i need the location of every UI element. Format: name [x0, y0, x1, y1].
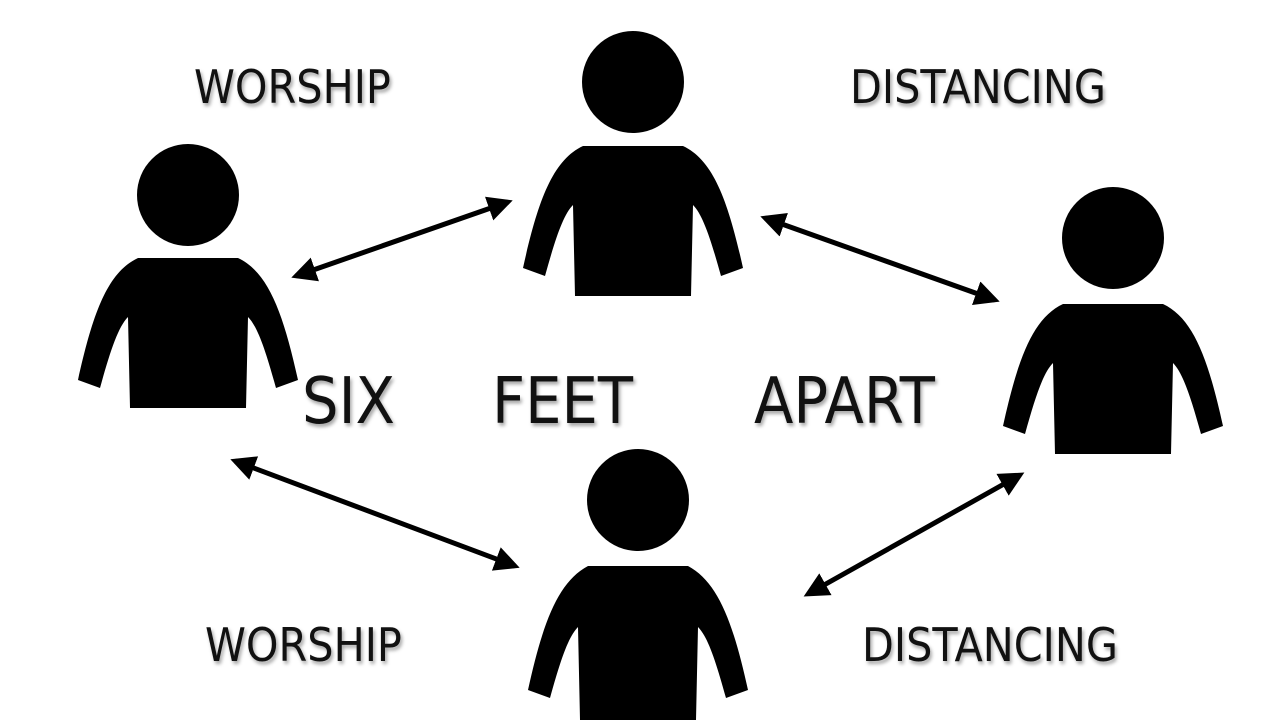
double-arrow-icon-left-top — [291, 196, 513, 282]
person-icon-left — [78, 144, 298, 408]
label-worship-top: WORSHIP — [194, 60, 391, 114]
double-arrow-icon-bottom-right — [803, 472, 1025, 597]
double-arrow-icon-left-bottom — [230, 456, 520, 571]
person-icon-bottom — [528, 449, 748, 720]
label-distancing-top: DISTANCING — [850, 60, 1106, 114]
double-arrow-icon-top-right — [760, 212, 1000, 306]
label-six: SIX — [302, 365, 396, 439]
person-icon-right — [1003, 187, 1223, 454]
label-worship-bottom: WORSHIP — [205, 618, 402, 672]
label-distancing-bottom: DISTANCING — [862, 618, 1118, 672]
label-apart: APART — [754, 365, 935, 439]
person-icon-top — [523, 31, 743, 296]
label-feet: FEET — [492, 365, 634, 439]
